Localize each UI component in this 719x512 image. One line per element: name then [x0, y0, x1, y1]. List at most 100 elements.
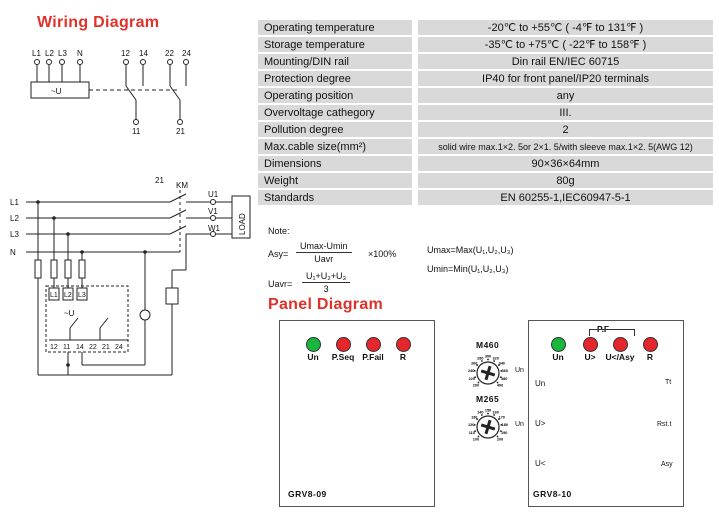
- dial-m460-knob-tick: [499, 376, 502, 379]
- dial-m460-knob-scale-label: 240: [468, 369, 474, 373]
- led-u-over: [583, 337, 598, 352]
- dial-m460-knob-scale-label: 400: [497, 384, 503, 388]
- wiring-top-24: 24: [182, 49, 191, 58]
- dial-m460-knob-scale-label: 340: [499, 362, 505, 366]
- module-t21: 21: [102, 344, 110, 351]
- dial-m460-knob-scale-label: 260: [471, 362, 477, 366]
- dial-m265-knob-scale-label: 170: [499, 416, 505, 420]
- spec-label: Pollution degree: [258, 122, 412, 137]
- spec-label: Dimensions: [258, 156, 412, 171]
- spec-label: Storage temperature: [258, 37, 412, 52]
- knob-u-under-label: U<: [535, 459, 546, 468]
- panel-grv8-09: Un P.Seq P.Fail R GRV8-09: [279, 320, 435, 507]
- module-t24: 24: [115, 344, 123, 351]
- spec-label: Max.cable size(mm²): [258, 139, 412, 154]
- asy-numerator: Umax-Umin: [296, 241, 352, 253]
- module-l1: L1: [50, 292, 58, 299]
- dial-m460-knob-scale-label: 360: [502, 369, 508, 373]
- pf-bracket: [589, 329, 635, 336]
- dial-m460-knob-tick: [493, 360, 496, 362]
- led-r: [643, 337, 658, 352]
- wiring-load: LOAD: [238, 213, 247, 235]
- wiring-top-22: 22: [165, 49, 174, 58]
- spec-value: solid wire max.1×2. 5or 2×1. 5/with slee…: [412, 139, 713, 154]
- panel-grv8-10: P.F Un U> U</Asy R Un U> U< Tt Rst.t Asy…: [528, 320, 684, 507]
- module-l3: L3: [78, 292, 86, 299]
- dial-m265-knob-scale-label: 100: [473, 438, 479, 442]
- module-l2: L2: [64, 292, 72, 299]
- module-t22: 22: [89, 344, 97, 351]
- asy-fraction: Umax-Umin Uavr: [296, 241, 352, 264]
- led-r-label: R: [646, 352, 654, 362]
- dial-m460-side: Un: [515, 367, 524, 374]
- led-un: [551, 337, 566, 352]
- spec-row: Max.cable size(mm²)solid wire max.1×2. 5…: [258, 139, 713, 154]
- dial-m265-knob-tick: [487, 412, 489, 415]
- spec-label: Weight: [258, 173, 412, 188]
- wiring-line-l2: L2: [10, 214, 19, 223]
- dial-m460-knob-scale-label: 280: [477, 356, 483, 360]
- dial-m460-knob-tick: [480, 360, 483, 362]
- dial-m265-knob-tick: [474, 430, 477, 433]
- dial-m460-knob-tick: [474, 376, 477, 379]
- wiring-u1: U1: [208, 190, 219, 199]
- dial-m265-knob-scale-label: 140: [477, 410, 483, 414]
- spec-label: Overvoltage cathegory: [258, 105, 412, 120]
- asy-denominator: Uavr: [314, 254, 334, 264]
- dial-m460-knob-scale-label: 380: [501, 377, 507, 381]
- wiring-unit-label: ~U: [51, 87, 62, 96]
- spec-value: EN 60255-1,IEC60947-5-1: [412, 190, 713, 205]
- led-u-over-label: U>: [584, 352, 596, 362]
- panel-diagram-title: Panel Diagram: [268, 296, 384, 313]
- dial-m265-knob-tick: [473, 423, 476, 426]
- led-p-fail: [366, 337, 381, 352]
- wiring-diagram-title: Wiring Diagram: [37, 14, 160, 31]
- spec-label: Operating temperature: [258, 20, 412, 35]
- spec-label: Mounting/DIN rail: [258, 54, 412, 69]
- dial-m265-knob-scale-label: 150: [485, 409, 491, 413]
- wiring-bottom-11: 11: [132, 127, 141, 136]
- knob-u-over-label: U>: [535, 419, 546, 428]
- dial-m265-knob-slot: [480, 419, 496, 435]
- module-unit: ~U: [64, 309, 75, 318]
- led-p-fail-label: P.Fail: [362, 352, 384, 362]
- spec-value: -20℃ to +55℃ ( -4℉ to 131℉ ): [412, 20, 713, 35]
- spec-label: Standards: [258, 190, 412, 205]
- led-r-label: R: [399, 352, 407, 362]
- dial-m265-knob-scale-label: 110: [469, 431, 475, 435]
- umin-formula: Umin=Min(U₁,U₂,U₃): [427, 264, 509, 274]
- model-label: GRV8-09: [288, 489, 327, 499]
- led-un-label: Un: [552, 352, 564, 362]
- spec-row: Operating temperature-20℃ to +55℃ ( -4℉ …: [258, 20, 713, 35]
- dial-m265-knob-tick: [496, 435, 499, 438]
- asy-lhs: Asy=: [268, 249, 289, 259]
- wiring-line-n: N: [10, 248, 16, 257]
- dial-m460-knob-tick: [500, 369, 503, 372]
- dial-m265-knob-tick: [498, 418, 500, 420]
- spec-row: Storage temperature-35℃ to +75℃ ( -22℉ t…: [258, 37, 713, 52]
- model-label: GRV8-10: [533, 489, 572, 499]
- uavr-denominator: 3: [323, 284, 329, 294]
- dial-m460-knob-scale-label: 220: [469, 377, 475, 381]
- wiring-line-l1: L1: [10, 198, 19, 207]
- wiring-top-l1: L1: [32, 49, 41, 58]
- spec-value: III.: [412, 105, 713, 120]
- wiring-v1: V1: [208, 207, 218, 216]
- dial-m460-title: M460: [476, 340, 500, 350]
- wiring-top-l2: L2: [45, 49, 54, 58]
- dial-m265-knob-tick: [499, 430, 502, 433]
- led-un: [306, 337, 321, 352]
- spec-value: IP40 for front panel/IP20 terminals: [412, 71, 713, 86]
- dial-m265-title: M265: [476, 394, 500, 404]
- dial-m265-knob-scale-label: 200: [497, 438, 503, 442]
- led-un-label: Un: [307, 352, 319, 362]
- module-t12: 12: [50, 344, 58, 351]
